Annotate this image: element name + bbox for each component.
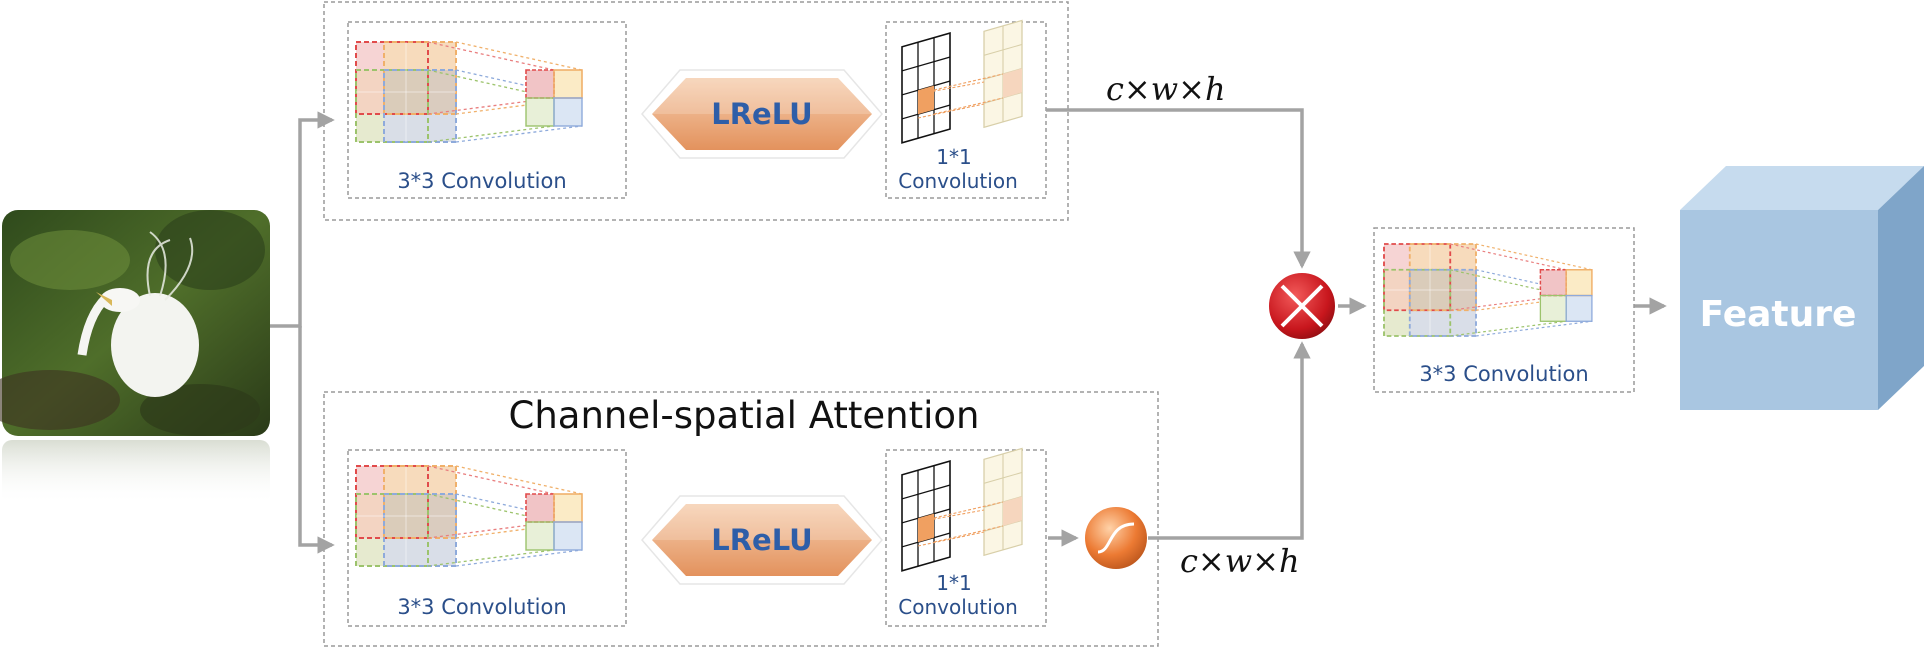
bottom-conv1-label-line2: Convolution	[898, 595, 1018, 619]
top-conv3-label: 3*3 Convolution	[397, 169, 566, 193]
bottom-lrelu-label: LReLU	[711, 523, 812, 557]
final-conv3-box	[1373, 227, 1635, 393]
top-lrelu-label: LReLU	[711, 97, 812, 131]
final-conv3-kernel	[1383, 243, 1593, 337]
bottom-conv1-kernel	[901, 447, 1023, 572]
bottom-conv1-label-line1: 1*1	[936, 571, 971, 595]
top-conv3-kernel	[355, 41, 583, 143]
attention-branch-frame	[323, 391, 1159, 647]
top-branch-frame	[323, 1, 1069, 221]
feature-label: Feature	[1700, 294, 1857, 335]
bottom-conv3-label: 3*3 Convolution	[397, 595, 566, 619]
multiply-circle-icon	[1267, 271, 1337, 341]
top-conv1-label-line2: Convolution	[898, 169, 1018, 193]
bottom-conv3-box	[347, 449, 627, 627]
attention-title: Channel-spatial Attention	[509, 394, 980, 437]
top-conv1-kernel	[901, 19, 1023, 144]
final-conv3-label: 3*3 Convolution	[1419, 362, 1588, 386]
bottom-conv3-kernel	[355, 465, 583, 567]
bottom-dims-label: c×w×h	[1180, 542, 1300, 580]
feature-cube	[1680, 166, 1924, 410]
sigmoid-circle-icon	[1083, 505, 1149, 571]
bottom-conv1-box	[885, 449, 1047, 627]
connectors	[270, 108, 1667, 554]
input-image	[0, 210, 270, 505]
top-dims-label: c×w×h	[1106, 70, 1226, 108]
top-conv1-label-line1: 1*1	[936, 145, 971, 169]
top-conv3-box	[347, 21, 627, 199]
